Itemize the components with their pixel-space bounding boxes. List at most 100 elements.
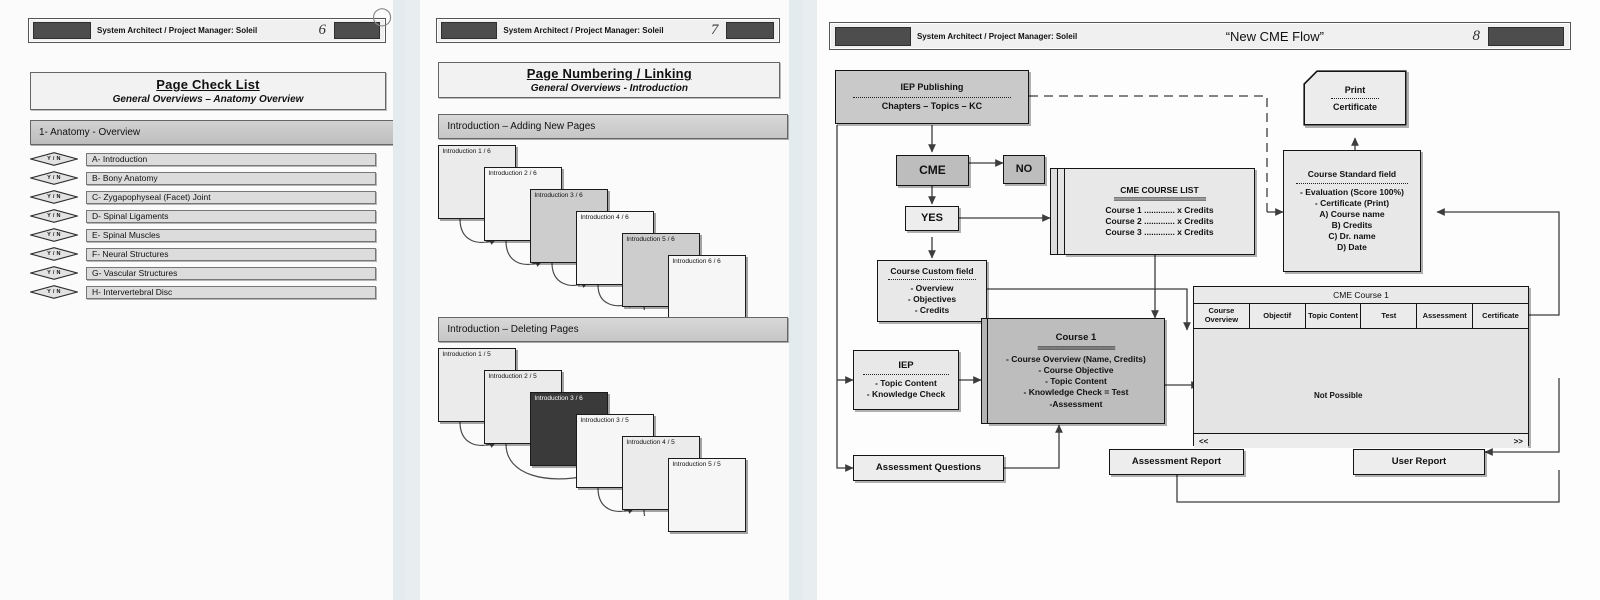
page-card[interactable]: Introduction 5 / 5 bbox=[668, 458, 747, 532]
header-author: System Architect / Project Manager: Sole… bbox=[916, 31, 1078, 41]
node-line: A) Course name bbox=[1319, 208, 1385, 219]
node-no[interactable]: NO bbox=[1002, 155, 1045, 184]
page-2-header: System Architect / Project Manager: Sole… bbox=[436, 18, 781, 43]
node-title: Course Standard field bbox=[1307, 169, 1397, 180]
node-assessment-questions[interactable]: Assessment Questions bbox=[852, 455, 1004, 481]
checklist-item-label[interactable]: A- Introduction bbox=[86, 152, 376, 166]
header-redaction-left bbox=[441, 22, 498, 39]
header-redaction-left bbox=[33, 22, 91, 39]
node-user-report[interactable]: User Report bbox=[1352, 449, 1485, 475]
yes-no-diamond[interactable]: Y / N bbox=[30, 247, 78, 261]
node-assessment-report[interactable]: Assessment Report bbox=[1108, 449, 1244, 475]
checklist-item-label[interactable]: E- Spinal Muscles bbox=[86, 228, 376, 242]
node-line: C) Dr. name bbox=[1328, 230, 1376, 241]
tab-assessment[interactable]: Assessment bbox=[1417, 304, 1474, 328]
tab-test[interactable]: Test bbox=[1361, 304, 1418, 328]
checklist-item-label[interactable]: F- Neural Structures bbox=[86, 247, 376, 261]
header-page-number: 8 bbox=[1472, 27, 1480, 44]
page-card[interactable]: Introduction 6 / 6 bbox=[668, 255, 747, 329]
checklist-item-label[interactable]: G- Vascular Structures bbox=[86, 266, 376, 280]
node-line: - Evaluation (Score 100%) bbox=[1300, 186, 1404, 197]
page-card-label: Introduction 1 / 6 bbox=[442, 148, 491, 155]
prev-button[interactable]: << bbox=[1198, 436, 1209, 446]
yes-no-label: Y / N bbox=[47, 175, 61, 181]
page-1-check-list: System Architect / Project Manager: Sole… bbox=[0, 0, 393, 600]
yes-no-diamond[interactable]: Y / N bbox=[30, 285, 78, 299]
node-line: - Topic Content bbox=[1045, 376, 1107, 387]
yes-no-label: Y / N bbox=[47, 289, 61, 295]
node-cme[interactable]: CME bbox=[895, 155, 969, 186]
node-line: - Knowledge Check bbox=[866, 389, 946, 400]
yes-no-diamond[interactable]: Y / N bbox=[30, 171, 78, 185]
divider bbox=[853, 96, 1011, 98]
checklist-row: Y / N F- Neural Structures bbox=[30, 247, 376, 261]
divider bbox=[1296, 182, 1408, 184]
page-title: Page Numbering / Linking bbox=[526, 66, 692, 81]
checklist-item-label[interactable]: B- Bony Anatomy bbox=[86, 171, 376, 185]
cme-course-panel[interactable]: CME Course 1 Course Overview Objectif To… bbox=[1192, 286, 1529, 448]
node-cme-course-list[interactable]: CME COURSE LIST ========================… bbox=[1049, 168, 1255, 255]
checklist-row: Y / N B- Bony Anatomy bbox=[30, 171, 376, 185]
checklist-item-label[interactable]: D- Spinal Ligaments bbox=[86, 209, 376, 223]
tab-course-overview[interactable]: Course Overview bbox=[1193, 304, 1250, 328]
node-title: Course Custom field bbox=[890, 265, 974, 276]
page-card-label: Introduction 4 / 5 bbox=[626, 439, 675, 446]
yes-no-diamond[interactable]: Y / N bbox=[30, 228, 78, 242]
yes-no-diamond[interactable]: Y / N bbox=[30, 266, 78, 280]
header-redaction-right bbox=[726, 22, 775, 39]
node-line: - Course Objective bbox=[1038, 365, 1114, 376]
tab-certificate[interactable]: Certificate bbox=[1473, 304, 1528, 328]
section-band-label: Introduction – Deleting Pages bbox=[447, 324, 579, 335]
node-course-custom-field[interactable]: Course Custom field - Overview - Objecti… bbox=[876, 260, 987, 322]
yes-no-label: Y / N bbox=[47, 232, 61, 238]
yes-no-diamond[interactable]: Y / N bbox=[30, 209, 78, 223]
node-line: - Course Overview (Name, Credits) bbox=[1006, 354, 1146, 365]
next-button[interactable]: >> bbox=[1513, 436, 1523, 446]
header-page-number: 7 bbox=[710, 22, 719, 38]
node-line: Course 3 ............. x Credits bbox=[1105, 227, 1214, 238]
page-card-label: Introduction 2 / 5 bbox=[488, 373, 537, 380]
divider bbox=[863, 374, 949, 376]
node-line: Course 1 ............. x Credits bbox=[1105, 205, 1214, 216]
node-title: IEP bbox=[898, 359, 914, 371]
section-band-adding-new-pages: Introduction – Adding New Pages bbox=[438, 114, 789, 139]
node-line: B) Credits bbox=[1331, 219, 1373, 230]
yes-no-label: Y / N bbox=[47, 156, 61, 162]
node-yes[interactable]: YES bbox=[904, 206, 959, 231]
checklist-row: Y / N E- Spinal Muscles bbox=[30, 228, 376, 242]
node-label: User Report bbox=[1391, 456, 1447, 468]
node-line: D) Date bbox=[1337, 241, 1367, 252]
node-course-standard-field[interactable]: Course Standard field - Evaluation (Scor… bbox=[1282, 150, 1421, 272]
page-2-title-box: Page Numbering / Linking General Overvie… bbox=[438, 62, 781, 98]
page-3-new-cme-flow: System Architect / Project Manager: Sole… bbox=[816, 0, 1600, 600]
node-iep-publishing[interactable]: IEP Publishing Chapters – Topics – KC bbox=[834, 70, 1029, 124]
tab-objectif[interactable]: Objectif bbox=[1249, 304, 1306, 328]
node-line: -Assessment bbox=[1049, 398, 1103, 409]
node-line: - Topic Content bbox=[875, 378, 937, 389]
page-card-label: Introduction 3 / 6 bbox=[534, 395, 583, 402]
page-card-label: Introduction 4 / 6 bbox=[580, 214, 629, 221]
page-card-label: Introduction 3 / 6 bbox=[534, 192, 583, 199]
page-card-label: Introduction 1 / 5 bbox=[442, 351, 491, 358]
yes-no-diamond[interactable]: Y / N bbox=[30, 190, 78, 204]
page-gap bbox=[789, 0, 803, 600]
yes-no-diamond[interactable]: Y / N bbox=[30, 152, 78, 166]
page-1-header: System Architect / Project Manager: Sole… bbox=[28, 18, 386, 43]
yes-no-label: Y / N bbox=[47, 213, 61, 219]
node-iep[interactable]: IEP - Topic Content - Knowledge Check bbox=[852, 350, 959, 410]
panel-title: CME Course 1 bbox=[1193, 287, 1528, 304]
header-redaction-right bbox=[1487, 26, 1564, 46]
header-redaction-right bbox=[334, 22, 380, 39]
section-band-label: 1- Anatomy - Overview bbox=[39, 127, 141, 138]
node-print-certificate[interactable]: Print Certificate bbox=[1303, 70, 1407, 126]
header-author: System Architect / Project Manager: Sole… bbox=[503, 26, 664, 35]
node-course-1[interactable]: Course 1 ===================== - Course … bbox=[980, 318, 1165, 424]
tab-topic-content[interactable]: Topic Content bbox=[1305, 304, 1362, 328]
page-1-title-box: Page Check List General Overviews – Anat… bbox=[30, 72, 386, 110]
checklist-item-label[interactable]: C- Zygapophyseal (Facet) Joint bbox=[86, 190, 376, 204]
panel-body: Not Possible bbox=[1193, 329, 1528, 433]
node-title: IEP Publishing bbox=[900, 82, 964, 93]
checklist-item-label[interactable]: H- Intervertebral Disc bbox=[86, 285, 376, 299]
node-label: Assessment Report bbox=[1131, 456, 1222, 468]
